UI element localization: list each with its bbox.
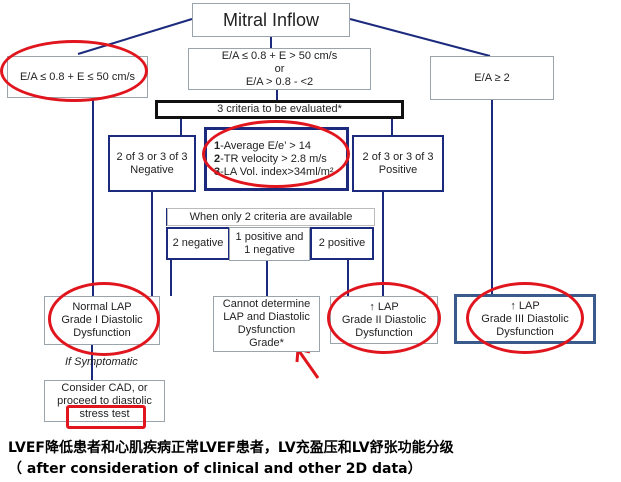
consider-box: Consider CAD, or proceed to diastolic st… bbox=[44, 380, 165, 422]
caption-line-2: （ after consideration of clinical and ot… bbox=[8, 461, 422, 477]
criteria-header-box: 3 criteria to be evaluated* bbox=[155, 100, 404, 119]
caption-line-1: LVEF降低患者和心肌疾病正常LVEF患者，LV充盈压和LV舒张功能分级 bbox=[8, 440, 454, 456]
criteria-box: 1-Average E/e’ > 14 2-TR velocity > 2.8 … bbox=[204, 127, 349, 191]
criterion-2: 2-TR velocity > 2.8 m/s bbox=[214, 152, 327, 165]
ea-high-box: E/A ≥ 2 bbox=[430, 56, 554, 100]
positive-box: 2 of 3 or 3 of 3 Positive bbox=[352, 135, 444, 192]
if-symptomatic-label: If Symptomatic bbox=[65, 356, 138, 368]
ea-low-text: E/A ≤ 0.8 + E ≤ 50 cm/s bbox=[19, 70, 136, 83]
grade2-box: ↑ LAP Grade II Diastolic Dysfunction bbox=[330, 296, 438, 344]
ea-high-text: E/A ≥ 2 bbox=[474, 71, 510, 84]
two-criteria-header: When only 2 criteria are available bbox=[167, 208, 375, 226]
two-negative-box: 2 negative bbox=[166, 227, 230, 260]
normal-lap-box: Normal LAP Grade I Diastolic Dysfunction bbox=[44, 296, 160, 345]
grade3-box: ↑ LAP Grade III Diastolic Dysfunction bbox=[454, 294, 596, 344]
mitral-inflow-title: Mitral Inflow bbox=[192, 3, 350, 37]
two-positive-box: 2 positive bbox=[310, 227, 374, 260]
negative-box: 2 of 3 or 3 of 3 Negative bbox=[108, 135, 196, 192]
red-arrow bbox=[295, 347, 320, 379]
ea-mid-box: E/A ≤ 0.8 + E > 50 cm/s or E/A > 0.8 - <… bbox=[188, 48, 371, 90]
undetermined-box: Cannot determine LAP and Diastolic Dysfu… bbox=[213, 296, 320, 352]
mixed-box: 1 positive and 1 negative bbox=[229, 227, 310, 261]
criterion-3: 3-LA Vol. index>34ml/m² bbox=[214, 165, 334, 178]
ea-low-box: E/A ≤ 0.8 + E ≤ 50 cm/s bbox=[7, 56, 148, 98]
criterion-1: 1-Average E/e’ > 14 bbox=[214, 139, 311, 152]
